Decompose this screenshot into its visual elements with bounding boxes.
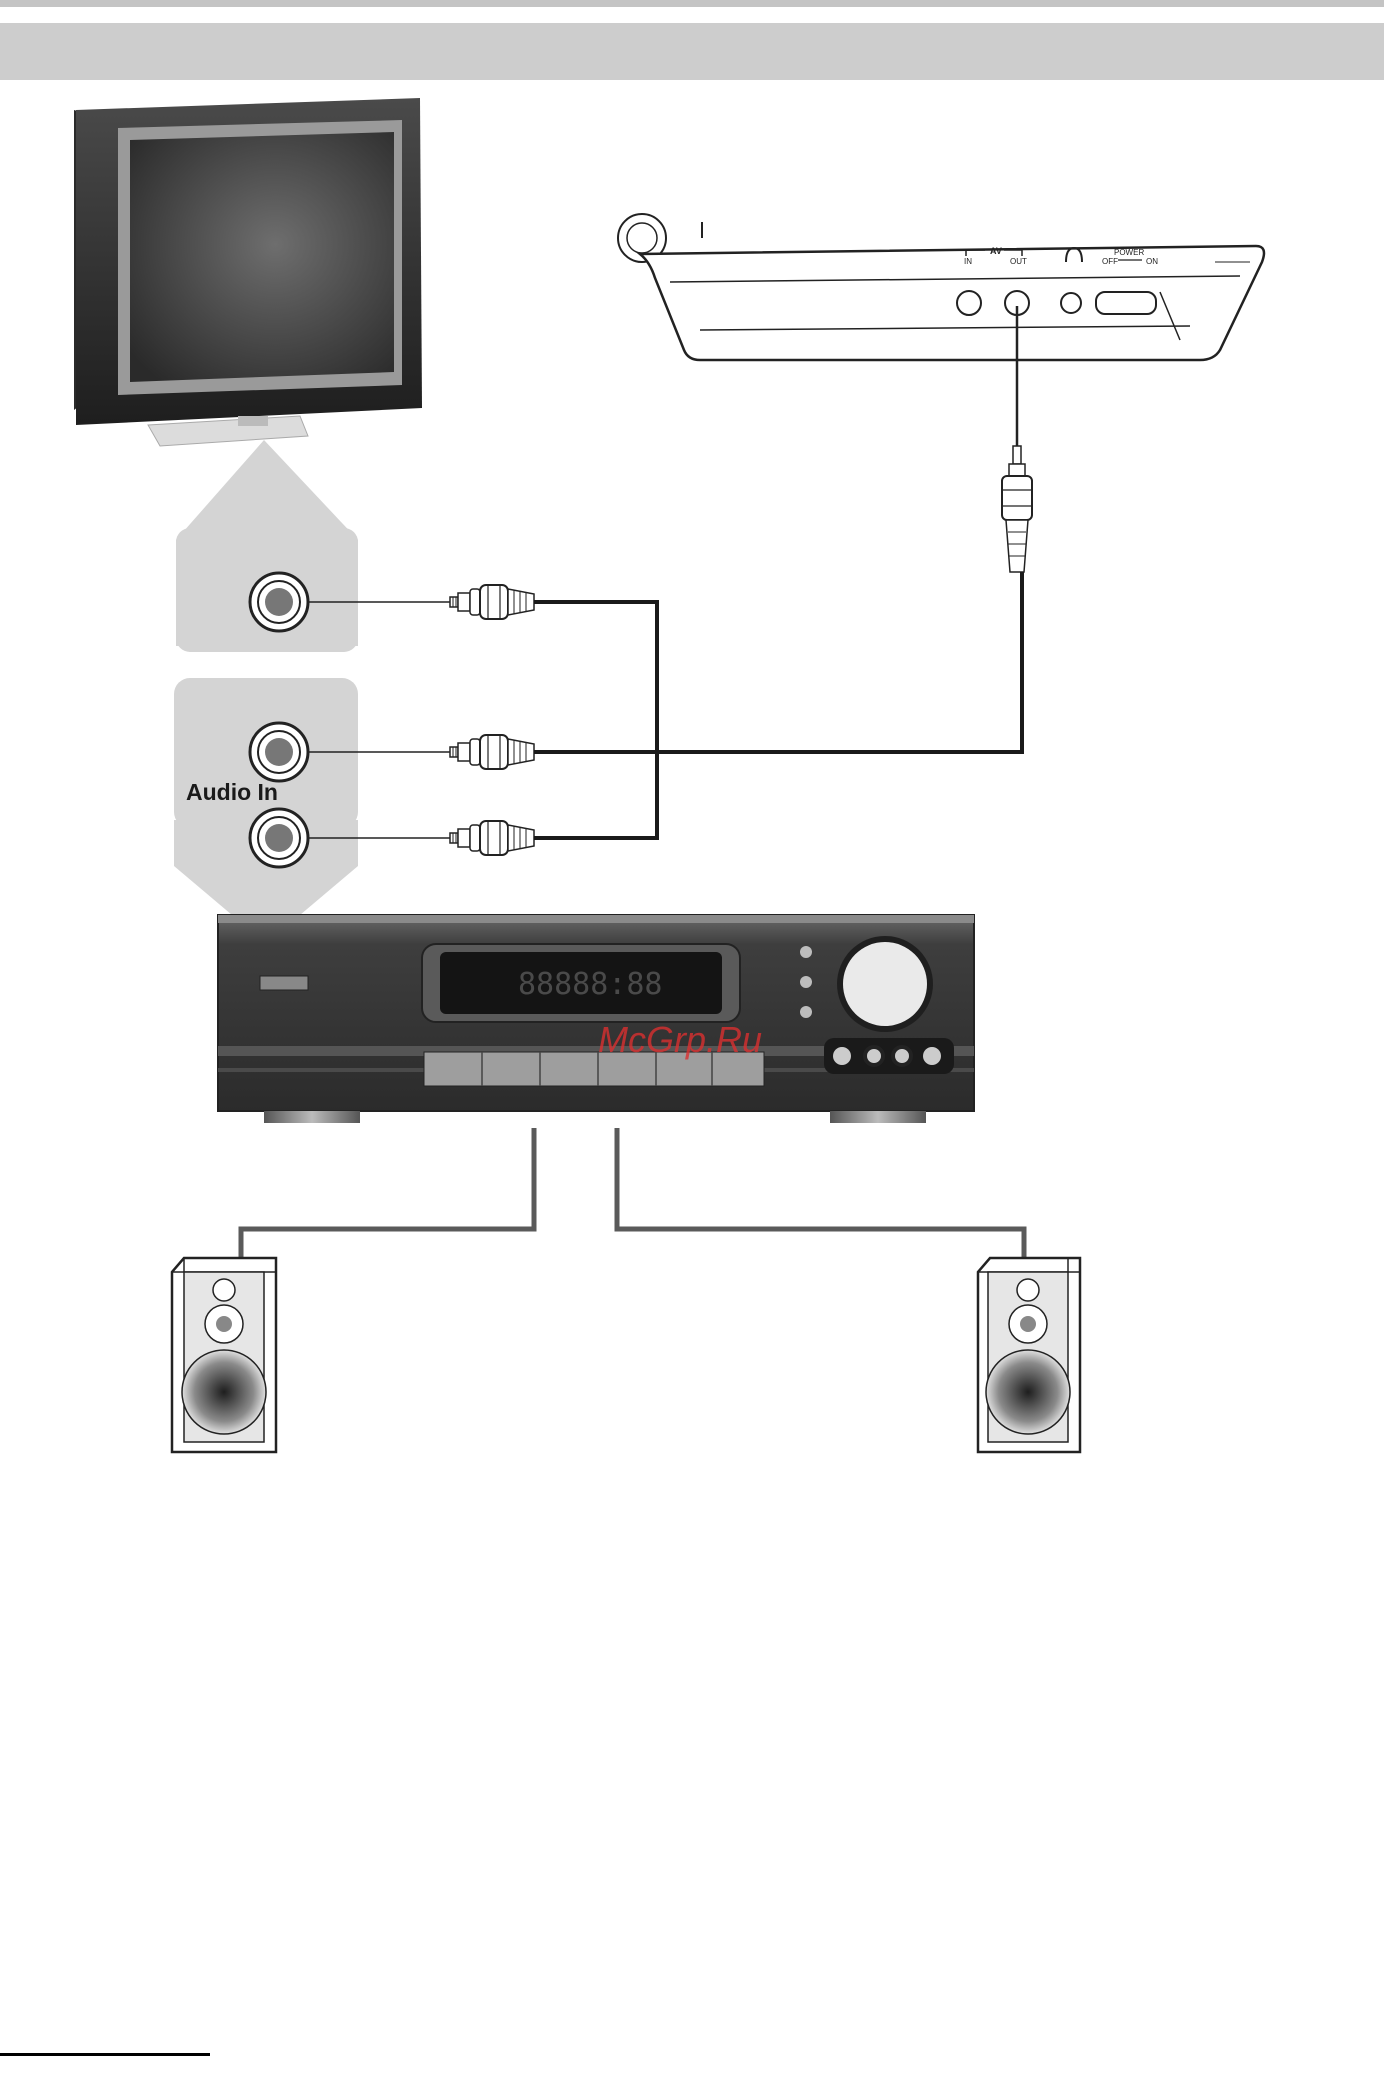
woofer [986,1350,1070,1434]
player-av-label: AV [990,246,1002,256]
player-out-label: OUT [1010,257,1027,266]
av-cable [534,572,1022,838]
footer-rule [0,2053,210,2056]
rca-plug-video [450,585,534,619]
audio-in-label: Audio In [186,779,278,805]
headphone-jack [1061,293,1081,313]
player-in-label: IN [964,257,972,266]
audio-in-jack-1 [250,723,308,781]
watermark: McGrp.Ru [598,1019,762,1060]
tweeter [1017,1279,1039,1301]
tv-set [74,98,422,446]
woofer [182,1350,266,1434]
receiver-display: 88888:88 [518,967,663,1002]
video-in-jack [250,573,308,631]
player-on-label: ON [1146,257,1158,266]
speaker-left [172,1258,276,1452]
rca-plug-audio-1 [450,735,534,769]
power-switch [1096,292,1156,314]
tweeter [213,1279,235,1301]
player-power-label: POWER [1114,248,1144,257]
audio-in-jack-2 [250,809,308,867]
av-in-jack [957,291,981,315]
av-receiver: 88888:88 [218,915,974,1123]
portable-player: AV IN OUT POWER OFF ON [618,214,1264,360]
speaker-wires [241,1128,1024,1258]
rca-plug-audio-2 [450,821,534,855]
player-off-label: OFF [1102,257,1118,266]
speaker-right [978,1258,1080,1452]
